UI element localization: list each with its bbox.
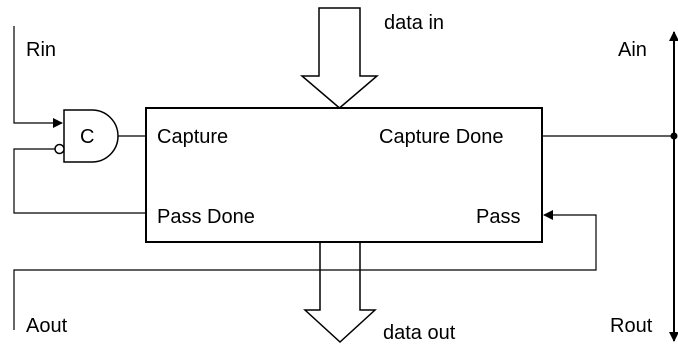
pass-done-feedback-wire bbox=[13, 148, 146, 214]
data-out-label: data out bbox=[383, 322, 456, 344]
aout-label: Aout bbox=[26, 315, 68, 337]
rin-wire bbox=[13, 26, 63, 128]
data-in-arrow bbox=[299, 7, 380, 109]
inverted-input-bubble bbox=[54, 143, 65, 155]
pass-done-label: Pass Done bbox=[157, 206, 255, 228]
data-out-arrow bbox=[303, 241, 377, 344]
pass-label: Pass bbox=[476, 206, 520, 228]
data-in-label: data in bbox=[384, 12, 444, 34]
c-gate-label: C bbox=[80, 126, 94, 148]
aout-to-pass-wire bbox=[13, 210, 597, 330]
rin-label: Rin bbox=[26, 39, 56, 61]
rout-label: Rout bbox=[610, 315, 653, 337]
ain-label: Ain bbox=[618, 39, 647, 61]
capture-label: Capture bbox=[157, 126, 228, 148]
capture-done-label: Capture Done bbox=[379, 126, 504, 148]
c-element-gate bbox=[63, 109, 119, 163]
